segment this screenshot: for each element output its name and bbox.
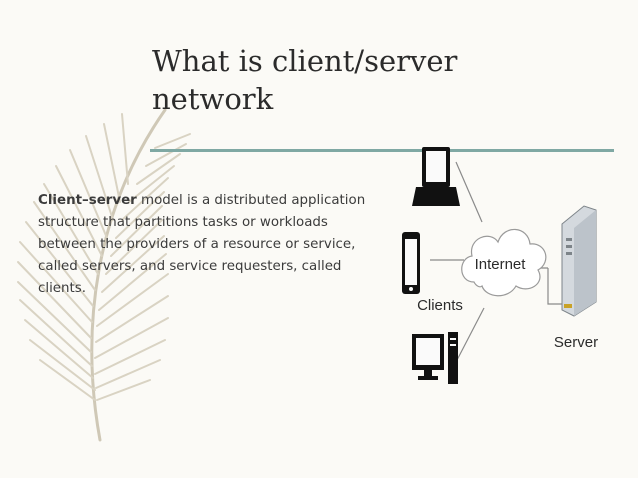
laptop-icon: [412, 147, 460, 206]
slide-title: What is client/server network: [152, 42, 572, 118]
slide-title-line2: network: [152, 82, 274, 116]
cloud-label: Internet: [475, 256, 527, 273]
cloud-icon: Internet: [461, 228, 547, 297]
clients-label: Clients: [417, 297, 463, 314]
body-text: model is a distributed application struc…: [38, 193, 366, 296]
slide-title-line1: What is client/server: [152, 44, 458, 78]
desktop-icon: [412, 332, 458, 384]
client-server-diagram: Internet Clients Server: [402, 147, 598, 384]
body-term: Client–server: [38, 193, 137, 208]
connector-lines: [430, 161, 568, 363]
server-icon: [561, 205, 597, 317]
body-paragraph: Client–server model is a distributed app…: [38, 190, 368, 300]
server-label: Server: [554, 334, 598, 351]
phone-icon: [402, 232, 420, 294]
title-divider: [150, 149, 614, 152]
